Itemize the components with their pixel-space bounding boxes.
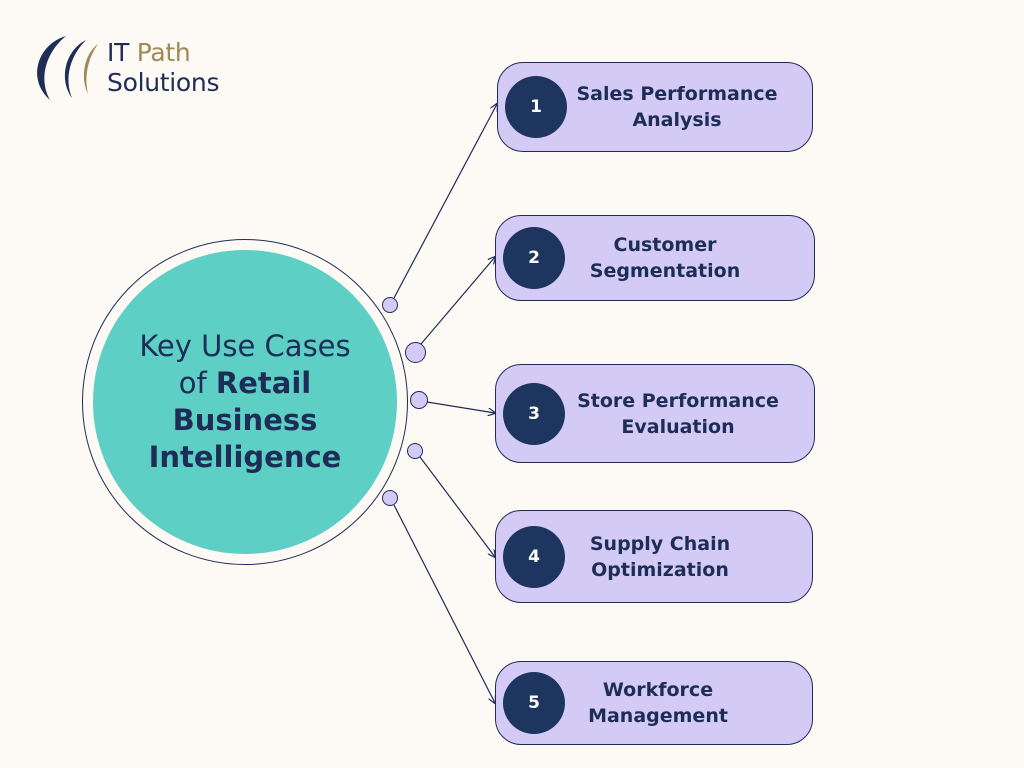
number-badge: 5 — [503, 672, 565, 734]
connector-dot-1 — [382, 297, 398, 313]
connector-4 — [419, 456, 495, 557]
connector-1 — [393, 104, 497, 299]
logo-it: IT — [107, 38, 137, 67]
hub-line-3: Business — [172, 403, 318, 437]
connector-2 — [420, 257, 495, 345]
connector-dot-4 — [407, 443, 423, 459]
hub-title: Key Use Cases of Retail Business Intelli… — [120, 328, 370, 476]
hub-line-2-bold: Retail — [215, 366, 312, 400]
connector-dot-5 — [382, 490, 398, 506]
hub-line-2-prefix: of — [178, 366, 216, 400]
connector-dot-2 — [405, 342, 426, 363]
logo-solutions: Solutions — [107, 68, 220, 97]
hub-line-1: Key Use Cases — [139, 329, 351, 363]
number-badge: 3 — [503, 382, 565, 445]
connector-5 — [393, 504, 495, 703]
connector-3 — [426, 401, 495, 413]
hub-outer-ring — [82, 239, 408, 565]
company-logo-icon — [37, 36, 98, 100]
hub-line-4: Intelligence — [148, 440, 342, 474]
logo-path: Path — [136, 38, 191, 67]
number-badge: 1 — [505, 76, 567, 138]
connector-dot-3 — [410, 391, 428, 409]
hub-circle: Key Use Cases of Retail Business Intelli… — [93, 250, 397, 554]
number-badge: 2 — [503, 227, 565, 289]
number-badge: 4 — [503, 525, 565, 588]
logo-wordmark: IT Path Solutions — [107, 38, 219, 98]
